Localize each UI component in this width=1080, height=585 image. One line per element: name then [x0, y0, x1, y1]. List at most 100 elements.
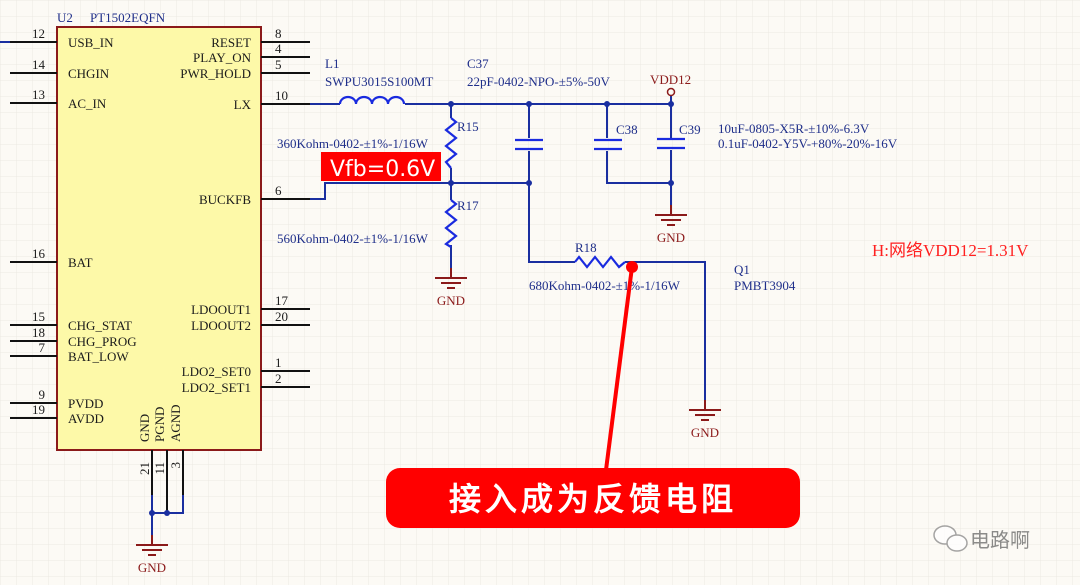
pin-number: 11 [152, 462, 167, 475]
q1-ref: Q1 [734, 262, 750, 277]
pin-number: 9 [39, 387, 46, 402]
pin-name: LDO2_SET1 [182, 380, 251, 395]
vdd12-power-port: VDD12 [650, 72, 691, 97]
callout-annotation: 接入成为反馈电阻 [386, 261, 800, 528]
pin-number: 6 [275, 183, 282, 198]
pin-number: 20 [275, 309, 288, 324]
chip-part: PT1502EQFN [90, 10, 166, 25]
pin-name: RESET [211, 35, 251, 50]
net-voltage-probe: H:网络VDD12=1.31V [872, 241, 1029, 260]
c37-value: 22pF-0402-NPO-±5%-50V [467, 74, 611, 89]
l1-value: SWPU3015S100MT [325, 74, 433, 89]
vfb-text: Vfb=0.6V [330, 157, 435, 182]
r17-value: 560Kohm-0402-±1%-1/16W [277, 231, 429, 246]
c39-value: 10uF-0805-X5R-±10%-6.3V [718, 121, 870, 136]
callout-box [386, 468, 800, 528]
pin-name: CHG_PROG [68, 334, 137, 349]
capacitor-c39[interactable]: C39 10uF-0805-X5R-±10%-6.3V [657, 121, 870, 150]
r15-value: 360Kohm-0402-±1%-1/16W [277, 136, 429, 151]
gnd-label: GND [437, 293, 465, 308]
c39-ref: C39 [679, 122, 701, 137]
pin-number: 14 [32, 57, 46, 72]
vfb-annotation: Vfb=0.6V [321, 152, 441, 182]
pin-number: 1 [275, 355, 282, 370]
pin-name: PLAY_ON [193, 50, 252, 65]
pin-number: 19 [32, 402, 45, 417]
ground-symbols: GND GND GND GND [136, 205, 721, 575]
watermark-text: 电路啊 [970, 528, 1030, 552]
resistor-r18[interactable]: R18 680Kohm-0402-±1%-1/16W [529, 240, 681, 293]
inductor-l1[interactable]: L1 SWPU3015S100MT [325, 56, 433, 105]
c37-ref: C37 [467, 56, 489, 71]
pin-name: PGND [152, 407, 167, 442]
pin-number: 8 [275, 26, 282, 41]
capacitor-c38[interactable]: C38 0.1uF-0402-Y5V-+80%-20%-16V [594, 122, 898, 151]
pin-name: AGND [168, 404, 183, 442]
pin-name: GND [137, 414, 152, 442]
pin-name: CHG_STAT [68, 318, 132, 333]
pin-name: USB_IN [68, 35, 114, 50]
l1-ref: L1 [325, 56, 339, 71]
vdd12-label: VDD12 [650, 72, 691, 87]
ground-icon: GND [689, 400, 721, 440]
pin-number: 2 [275, 371, 282, 386]
gnd-label: GND [138, 560, 166, 575]
pin-number: 13 [32, 87, 45, 102]
ground-icon: GND [655, 205, 687, 245]
transistor-q1[interactable]: Q1 PMBT3904 [734, 262, 796, 293]
pin-name: BAT_LOW [68, 349, 129, 364]
ground-icon: GND [435, 268, 467, 308]
pin-number: 12 [32, 26, 45, 41]
pin-name: BAT [68, 255, 93, 270]
pin-name: BUCKFB [199, 192, 251, 207]
pin-name: LX [234, 97, 252, 112]
r17-ref: R17 [457, 198, 479, 213]
pin-name: LDOOUT2 [191, 318, 251, 333]
pin-name: AC_IN [68, 96, 107, 111]
callout-text: 接入成为反馈电阻 [449, 480, 737, 518]
c38-value: 0.1uF-0402-Y5V-+80%-20%-16V [718, 136, 898, 151]
watermark: 电路啊 [933, 525, 1030, 552]
chip-ref: U2 [57, 10, 73, 25]
q1-value: PMBT3904 [734, 278, 796, 293]
gnd-label: GND [691, 425, 719, 440]
pin-agnd[interactable]: AGND 3 [168, 404, 183, 468]
pin-number: 17 [275, 293, 289, 308]
capacitor-c37[interactable]: C37 22pF-0402-NPO-±5%-50V [467, 56, 611, 151]
pin-number: 3 [168, 462, 183, 469]
pin-number: 5 [275, 57, 282, 72]
chip-u2[interactable]: U2 PT1502EQFN 12USB_IN14CHGIN13AC_IN16BA… [10, 10, 310, 475]
callout-dot [626, 261, 638, 273]
pin-pgnd[interactable]: PGND 11 [152, 407, 167, 475]
pin-name: AVDD [68, 411, 104, 426]
resistor-r17[interactable]: R17 560Kohm-0402-±1%-1/16W [277, 198, 479, 248]
junctions [149, 101, 674, 516]
pin-name: LDO2_SET0 [182, 364, 251, 379]
pin-number: 16 [32, 246, 46, 261]
pin-name: PWR_HOLD [180, 66, 251, 81]
resistor-r15[interactable]: R15 360Kohm-0402-±1%-1/16W [277, 117, 479, 169]
